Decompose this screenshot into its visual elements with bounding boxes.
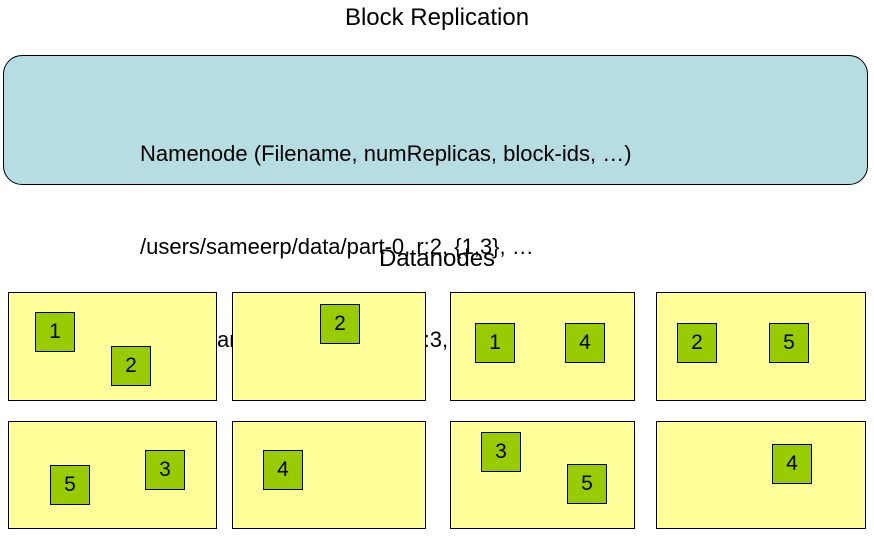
namenode-panel: Namenode (Filename, numReplicas, block-i… xyxy=(3,55,868,352)
datanode-6: 4 xyxy=(232,421,426,529)
block-replica: 4 xyxy=(772,444,812,484)
block-replica: 2 xyxy=(677,323,717,363)
block-replica: 3 xyxy=(145,450,185,490)
datanode-2: 2 xyxy=(232,292,426,401)
block-replica: 5 xyxy=(50,465,90,505)
block-replica: 4 xyxy=(565,323,605,363)
block-replica: 3 xyxy=(481,432,521,472)
block-replica: 1 xyxy=(35,312,75,352)
datanodes-section-title: Datanodes xyxy=(378,245,496,272)
namenode-file-line-part-0: /users/sameerp/data/part-0, r:2, {1,3}, … xyxy=(140,234,534,259)
block-replica: 2 xyxy=(320,304,360,344)
block-replica: 5 xyxy=(567,464,607,504)
block-replica: 1 xyxy=(475,323,515,363)
block-replica: 2 xyxy=(111,346,151,386)
block-replica: 4 xyxy=(263,450,303,490)
namenode-header-line: Namenode (Filename, numReplicas, block-i… xyxy=(140,141,632,166)
datanode-8: 4 xyxy=(656,421,866,529)
page-title: Block Replication xyxy=(344,4,530,31)
block-replica: 5 xyxy=(769,323,809,363)
